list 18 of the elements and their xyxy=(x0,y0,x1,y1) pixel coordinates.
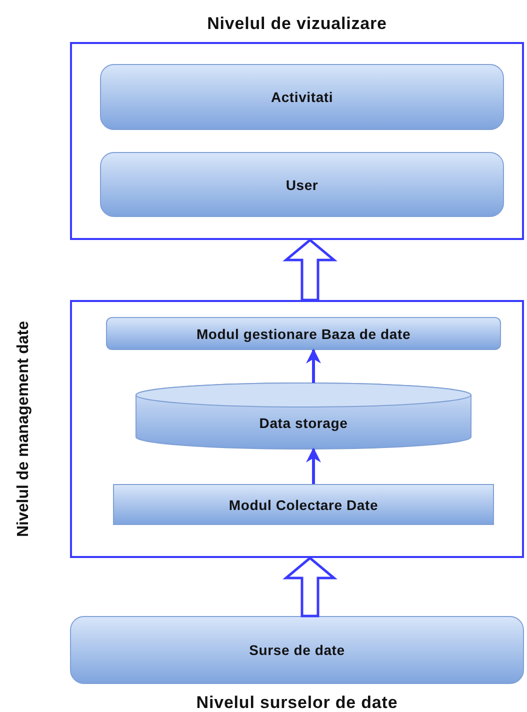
process-box xyxy=(100,152,504,217)
block-arrow xyxy=(282,556,338,618)
process-box xyxy=(113,484,494,525)
arrow xyxy=(306,348,321,383)
node-label: Data storage xyxy=(259,415,348,431)
node-label: User xyxy=(286,176,318,192)
node-label: Surse de date xyxy=(249,642,345,658)
process-box xyxy=(100,64,504,130)
block-arrow xyxy=(282,238,338,302)
database-cylinder xyxy=(136,383,471,449)
layer-title: Nivelul de vizualizare xyxy=(206,14,388,34)
process-box xyxy=(106,317,501,350)
layer-title: Nivelul surselor de date xyxy=(195,693,399,712)
arrow xyxy=(306,448,321,484)
layer-title: Nivelul de management date xyxy=(15,320,33,538)
node-label: Activitati xyxy=(270,89,334,105)
node-label: Modul gestionare Baza de date xyxy=(196,326,411,342)
node-label: Modul Colectare Date xyxy=(228,496,378,512)
